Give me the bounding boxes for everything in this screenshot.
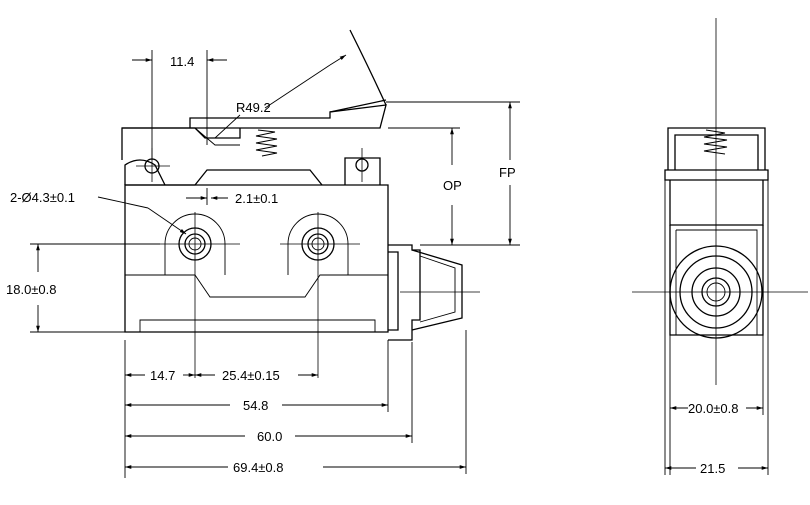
- dim-lever-radius: R49.2: [236, 100, 271, 115]
- body-top-step: [125, 169, 323, 186]
- switch-body: [124, 184, 389, 333]
- dim-free-position: FP: [499, 165, 516, 180]
- dim-hole-offset: 14.7: [150, 368, 175, 383]
- dim-lever-hole-spacing: 11.4: [170, 54, 194, 69]
- dim-hole-spacing: 25.4±0.15: [222, 368, 280, 383]
- lever-arm: [121, 29, 387, 160]
- side-dimensions: 20.0±0.8 21.5: [664, 180, 769, 476]
- dim-overall-length: 69.4±0.8: [233, 460, 284, 475]
- dim-height: 18.0±0.8: [6, 282, 57, 297]
- dim-mounting-holes: 2-Ø4.3±0.1: [10, 190, 75, 205]
- plunger: [388, 244, 480, 341]
- side-view: [632, 18, 808, 385]
- dim-operating-position: OP: [443, 178, 462, 193]
- side-spring: [703, 129, 728, 155]
- pivot-boss: [124, 157, 381, 186]
- dim-body-length: 54.8: [243, 398, 268, 413]
- dim-step-offset: 2.1±0.1: [235, 191, 278, 206]
- dim-length-to-plunger: 60.0: [257, 429, 282, 444]
- front-view: [121, 29, 480, 378]
- dim-side-body-width: 20.0±0.8: [688, 401, 739, 416]
- body-inner-step: [125, 274, 388, 298]
- spring: [255, 129, 278, 157]
- front-dimensions: 11.4 R49.2 2-Ø4.3±0.1 2.1±0.1 OP FP 18.0…: [6, 50, 520, 478]
- dim-side-overall-width: 21.5: [700, 461, 725, 476]
